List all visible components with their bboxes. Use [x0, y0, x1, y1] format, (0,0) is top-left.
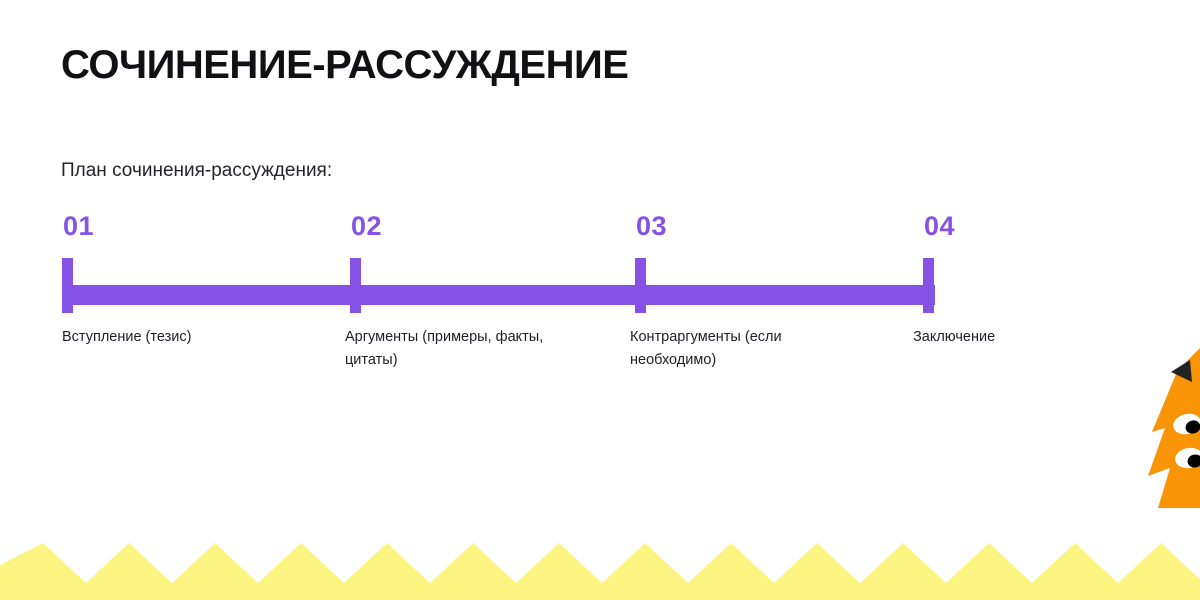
timeline-step-label: Контраргументы (если необходимо) [630, 329, 782, 368]
timeline-bar [62, 285, 935, 305]
timeline-step-number: 03 [636, 211, 668, 241]
timeline-step-label: Аргументы (примеры, факты, цитаты) [345, 329, 544, 368]
timeline-tick [635, 258, 646, 313]
timeline-step-number: 02 [351, 211, 383, 241]
timeline-step-label: Заключение [913, 329, 996, 345]
timeline-tick [62, 258, 73, 313]
page-title: СОЧИНЕНИЕ-РАССУЖДЕНИЕ [61, 43, 629, 87]
timeline-step-label: Вступление (тезис) [62, 329, 192, 345]
timeline-step-number: 01 [63, 211, 95, 241]
timeline-step-number: 04 [924, 211, 956, 241]
timeline-diagram: 01 Вступление (тезис) 02 Аргументы (прим… [0, 200, 1200, 390]
timeline-tick [350, 258, 361, 313]
subtitle: План сочинения-рассуждения: [61, 160, 333, 181]
timeline-tick [923, 258, 934, 313]
zigzag-border [0, 538, 1200, 600]
